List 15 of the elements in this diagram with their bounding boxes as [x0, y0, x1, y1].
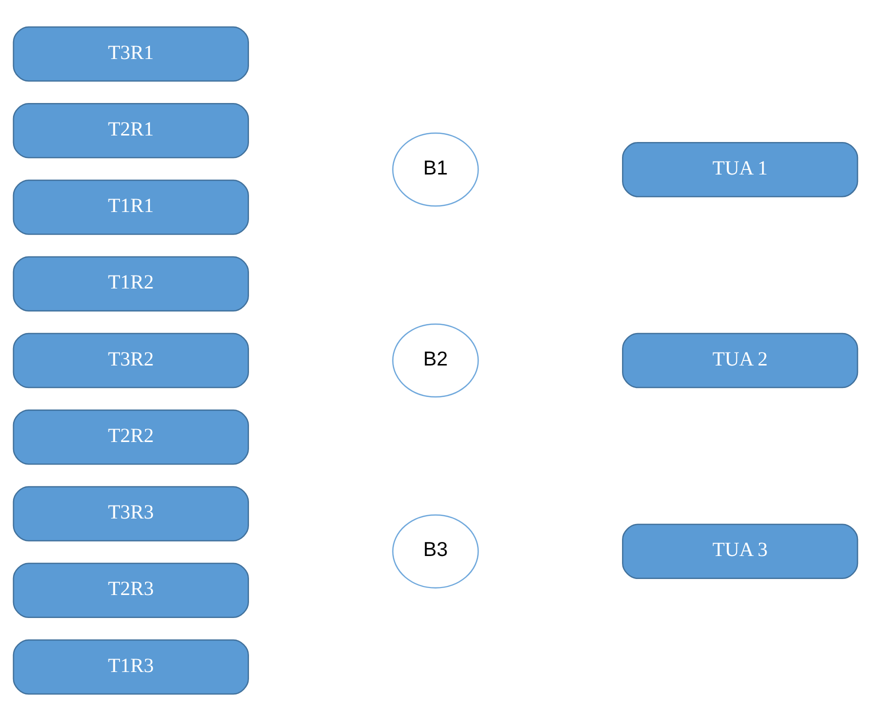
- node-box: T1R2: [12, 256, 249, 312]
- node-ellipse: B2: [392, 323, 479, 398]
- node-box: T1R3: [12, 639, 249, 695]
- node-box: T1R1: [12, 180, 249, 235]
- node-box: TUA 3: [622, 524, 858, 580]
- node-box: T2R3: [12, 562, 249, 618]
- node-box: T3R1: [12, 26, 249, 82]
- node-box: TUA 1: [622, 142, 858, 198]
- node-box: T2R2: [12, 409, 249, 465]
- node-box: T3R2: [12, 332, 249, 388]
- node-ellipse: B3: [392, 514, 479, 588]
- node-ellipse: B1: [392, 132, 479, 207]
- node-box: TUA 2: [622, 332, 858, 388]
- node-box: T3R3: [12, 486, 249, 542]
- node-box: T2R1: [12, 103, 249, 158]
